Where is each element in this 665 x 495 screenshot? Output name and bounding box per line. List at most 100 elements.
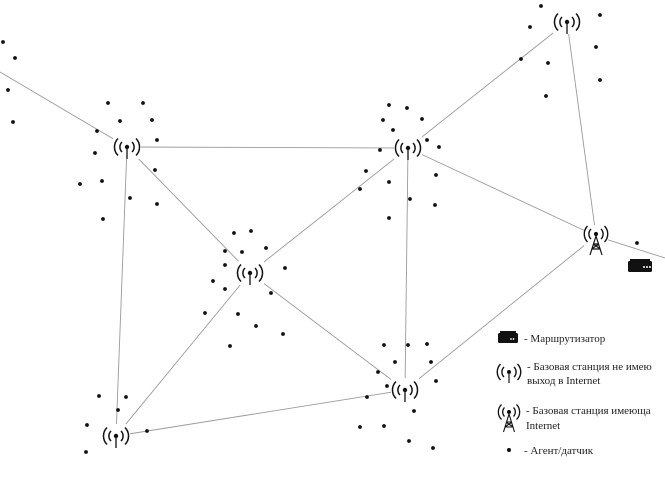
- wifi-antenna-icon: [394, 136, 422, 160]
- legend-bs-internet-line2: Internet: [526, 420, 560, 432]
- network-link: [249, 272, 406, 391]
- agent-dot: [598, 13, 602, 17]
- legend-gateway-station-icon: [497, 404, 521, 433]
- agent-dot: [437, 145, 441, 149]
- network-link: [115, 146, 128, 437]
- agent-dot: [97, 394, 101, 398]
- agent-dot: [6, 88, 10, 92]
- network-link: [126, 146, 409, 149]
- agent-dot: [11, 120, 15, 124]
- agent-dot: [358, 425, 362, 429]
- agent-dot: [434, 173, 438, 177]
- agent-dot: [376, 370, 380, 374]
- agent-dot: [283, 266, 287, 270]
- agent-dot: [95, 129, 99, 133]
- agent-dot: [358, 187, 362, 191]
- agent-dot: [84, 450, 88, 454]
- agent-dot: [425, 138, 429, 142]
- network-link: [404, 235, 597, 391]
- legend-agent-label: - Агент/датчик: [524, 445, 594, 457]
- legend-bs-no-internet-line2: выход в Internet: [527, 375, 600, 387]
- agent-dot: [387, 103, 391, 107]
- agent-dot: [106, 101, 110, 105]
- agent-dot: [78, 182, 82, 186]
- network-link: [404, 147, 409, 391]
- agent-dot: [93, 151, 97, 155]
- agent-dot: [281, 332, 285, 336]
- agent-dot: [155, 138, 159, 142]
- agent-dot: [223, 263, 227, 267]
- agent-dot: [145, 429, 149, 433]
- agent-dot: [539, 4, 543, 8]
- network-link: [566, 21, 597, 237]
- agent-dot: [425, 342, 429, 346]
- wifi-antenna-icon: [391, 378, 419, 402]
- agent-dot: [236, 312, 240, 316]
- network-link: [407, 21, 568, 149]
- radio-tower-icon: [583, 225, 609, 257]
- network-links: [0, 21, 665, 437]
- agent-dot: [405, 106, 409, 110]
- agent-dot: [203, 311, 207, 315]
- agent-dot: [528, 25, 532, 29]
- agent-dot: [223, 287, 227, 291]
- network-link: [126, 146, 251, 274]
- agent-dot: [128, 196, 132, 200]
- agent-dot: [420, 117, 424, 121]
- agent-dot: [387, 180, 391, 184]
- agent-dot: [594, 45, 598, 49]
- agent-dot: [269, 291, 273, 295]
- legend-base-station-icon: [496, 363, 522, 383]
- agent-dot: [365, 395, 369, 399]
- agent-dot: [391, 128, 395, 132]
- agent-dot: [150, 118, 154, 122]
- network-link: [0, 71, 128, 148]
- agent-dot: [382, 343, 386, 347]
- agent-dot: [232, 231, 236, 235]
- network-link: [249, 147, 409, 274]
- network-link: [407, 147, 597, 237]
- agent-dot: [387, 216, 391, 220]
- agent-dot: [118, 119, 122, 123]
- wifi-antenna-icon: [102, 424, 130, 448]
- legend-router-icon: [498, 331, 518, 343]
- wifi-antenna-icon: [553, 10, 581, 34]
- wifi-antenna-icon: [236, 261, 264, 285]
- agent-dot: [434, 379, 438, 383]
- agent-dot: [155, 202, 159, 206]
- agent-dot: [249, 229, 253, 233]
- agent-dot: [100, 179, 104, 183]
- agent-dot: [13, 56, 17, 60]
- agent-dot: [382, 424, 386, 428]
- stations: [102, 10, 652, 448]
- agent-dot: [385, 384, 389, 388]
- agent-dot: [433, 203, 437, 207]
- agent-dot: [635, 241, 639, 245]
- legend-agent-dot-icon: [507, 448, 511, 452]
- legend-bs-no-internet-line1: - Базовая станция не имею: [527, 361, 652, 373]
- legend-bs-internet-line1: - Базовая станция имеюща: [526, 405, 651, 417]
- agent-dot: [519, 57, 523, 61]
- agent-dot: [364, 169, 368, 173]
- router-icon: [628, 259, 652, 272]
- agent-dot: [228, 344, 232, 348]
- agent-dots: [1, 4, 639, 454]
- wifi-antenna-icon: [113, 135, 141, 159]
- agent-dot: [223, 249, 227, 253]
- agent-dot: [240, 250, 244, 254]
- agent-dot: [254, 324, 258, 328]
- agent-dot: [101, 217, 105, 221]
- agent-dot: [211, 279, 215, 283]
- agent-dot: [393, 360, 397, 364]
- agent-dot: [1, 40, 5, 44]
- agent-dot: [429, 360, 433, 364]
- agent-dot: [407, 439, 411, 443]
- agent-dot: [153, 168, 157, 172]
- agent-dot: [412, 409, 416, 413]
- agent-dot: [431, 446, 435, 450]
- network-link: [115, 389, 406, 437]
- legend-router-label: - Маршрутизатор: [524, 333, 606, 345]
- legend: - Маршрутизатор - Базовая станция не име…: [496, 331, 652, 457]
- agent-dot: [378, 148, 382, 152]
